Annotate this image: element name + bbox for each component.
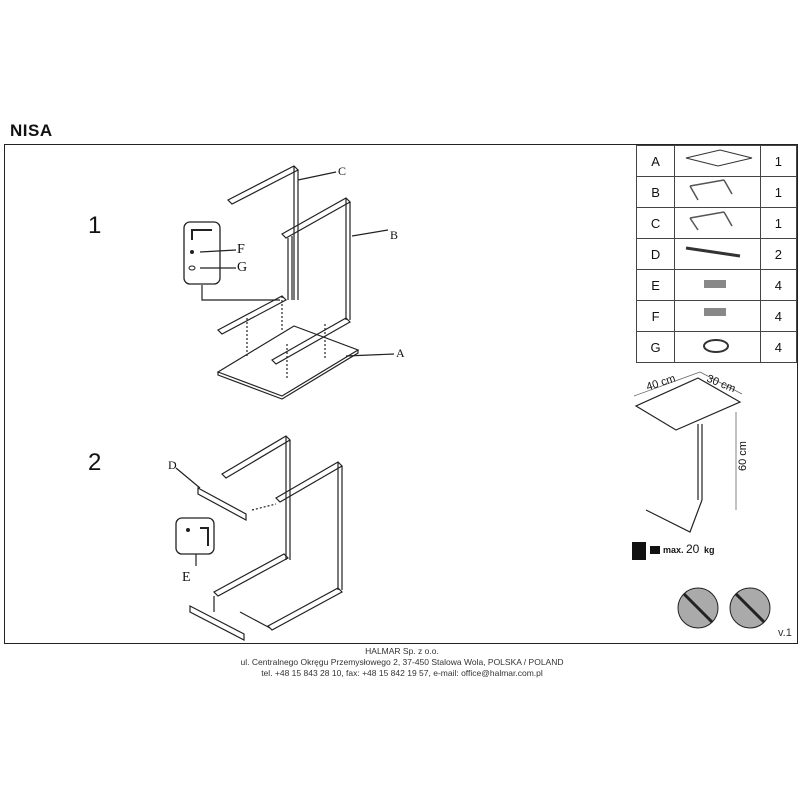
hardware-box-e xyxy=(175,517,215,555)
load-value: 20 xyxy=(686,542,700,556)
callout-d: D xyxy=(168,458,177,472)
callout-c: C xyxy=(338,164,347,178)
footer-company: HALMAR Sp. z o.o. xyxy=(365,646,439,656)
callout-b: B xyxy=(390,228,399,242)
callout-a: A xyxy=(396,346,405,360)
dimension-height: 60 cm xyxy=(736,441,749,471)
footer-address: ul. Centralnego Okręgu Przemysłowego 2, … xyxy=(240,657,564,667)
version-label: v.1 xyxy=(778,627,792,639)
callout-f: F xyxy=(237,242,245,257)
document-title: NISA xyxy=(10,121,53,140)
dimension-tabletop xyxy=(634,377,742,431)
tabletop-a-drawing xyxy=(216,325,360,397)
instruction-frame xyxy=(4,144,798,644)
callout-e: E xyxy=(182,570,191,585)
load-label: max. xyxy=(663,545,684,555)
hardware-box-fg xyxy=(183,221,221,285)
load-unit: kg xyxy=(704,545,715,555)
callout-g: G xyxy=(237,260,248,275)
step-number-1: 1 xyxy=(88,212,102,239)
weight-icon xyxy=(632,542,646,560)
step-number-2: 2 xyxy=(88,449,102,476)
footer-contact: tel. +48 15 843 28 10, fax: +48 15 842 1… xyxy=(261,668,543,678)
